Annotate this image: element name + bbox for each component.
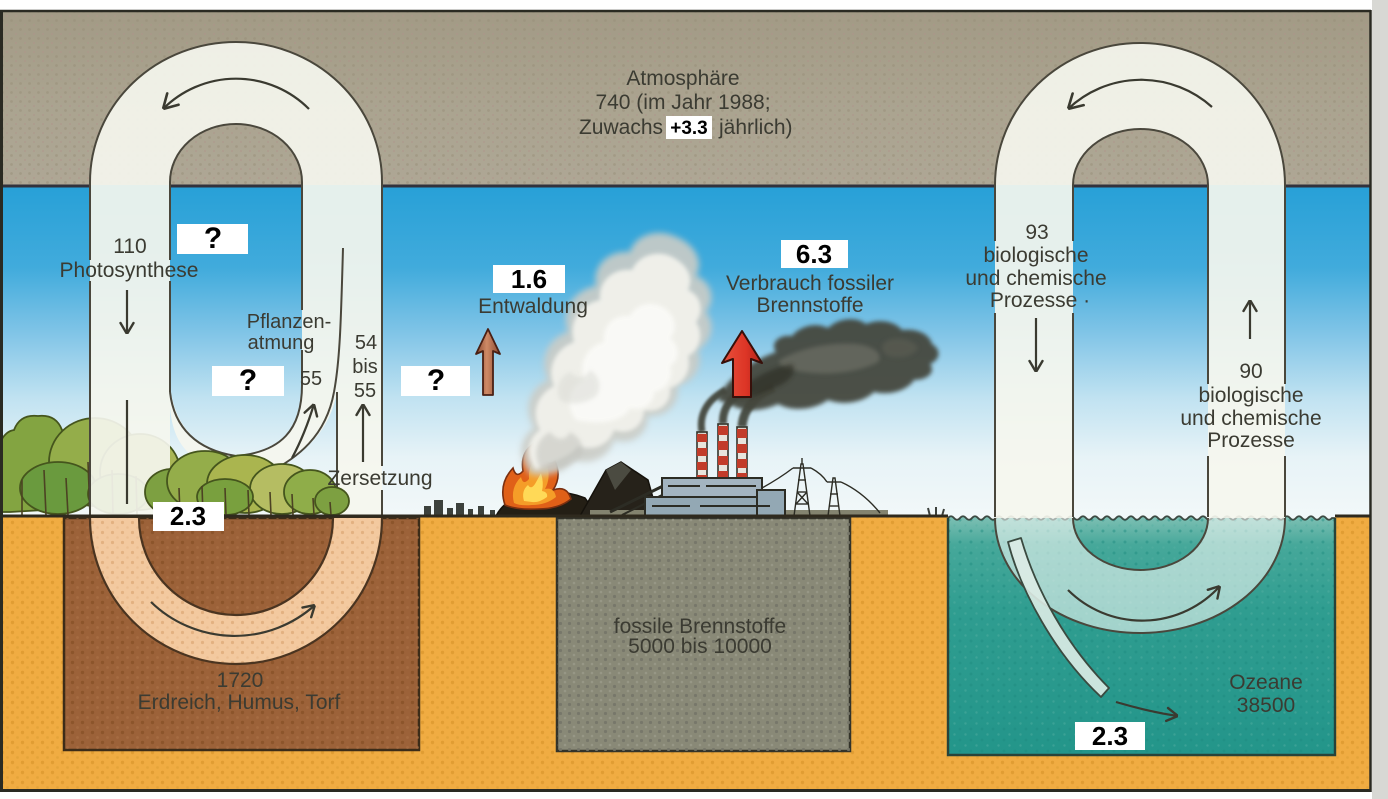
- fossil-label-line2: Brennstoffe: [756, 294, 863, 317]
- unknown-top-box: [177, 224, 248, 254]
- chimney-2: [717, 423, 729, 483]
- unknown-top-value: ?: [204, 222, 222, 255]
- soil-value: 1720: [217, 669, 264, 692]
- factory-annex: [756, 489, 786, 518]
- ocean-sink-value-box: [1075, 722, 1145, 750]
- left-loop-top-arrow: [163, 77, 310, 109]
- respiration-label-line1: Pflanzen-: [247, 311, 332, 333]
- ocean-down-value: 93: [1025, 221, 1048, 244]
- respiration-value: 55: [300, 368, 322, 390]
- deforestation-arrow: [475, 328, 501, 396]
- white-smoke-plume: [521, 232, 712, 476]
- right-loop-top-arrow: [1068, 78, 1213, 109]
- unknown-mid-box: [212, 366, 284, 396]
- ocean-cycle-tube: [994, 42, 1286, 698]
- flow-arrows: [127, 77, 1250, 716]
- power-lines: [761, 467, 881, 514]
- town-silhouette: [424, 500, 495, 516]
- land-cycle-tube: [89, 41, 383, 517]
- decomposition-label: Zersetzung: [327, 467, 432, 490]
- decomposition-value-line1: 54: [355, 332, 377, 354]
- deforestation-value-box: [493, 265, 565, 293]
- ocean-down-label-line1: biologische: [983, 244, 1088, 267]
- respiration-label-line2: atmung: [248, 332, 315, 354]
- ocean-down-label-line2: und chemische: [965, 267, 1106, 290]
- ocean-up-label-line2: und chemische: [1180, 407, 1321, 430]
- atmosphere-growth-box: [666, 116, 712, 139]
- fossil-reservoir-box: [555, 516, 852, 753]
- power-pylons: [793, 458, 841, 517]
- deforestation-value: 1.6: [511, 264, 547, 294]
- ocean-label: Ozeane: [1229, 671, 1303, 694]
- ocean-up-value: 90: [1239, 360, 1262, 383]
- decomposition-value-line2: bis: [352, 356, 378, 378]
- photosynthesis-label: Photosynthese: [60, 259, 199, 282]
- unknown-deforestation-box: [401, 366, 470, 396]
- deforestation-label: Entwaldung: [478, 295, 588, 318]
- soil-flux-value: 2.3: [170, 501, 206, 531]
- unknown-deforestation-value: ?: [427, 364, 445, 397]
- ocean-up-label-line1: biologische: [1198, 384, 1303, 407]
- ocean-up-label-line3: Prozesse: [1207, 429, 1295, 452]
- unknown-mid-value: ?: [239, 364, 257, 397]
- atmosphere-value-line: 740 (im Jahr 1988;: [595, 91, 770, 114]
- ocean-bottom-arrow: [1067, 586, 1220, 622]
- sediment-arrow: [1115, 700, 1178, 716]
- ocean-down-label-line3: Prozesse ·: [990, 289, 1090, 312]
- soil-flux-value-box: [153, 502, 224, 531]
- chimney-3: [736, 426, 748, 483]
- sediment-branch-tube: [1007, 537, 1110, 698]
- respiration-arrow: [291, 404, 314, 459]
- fossil-label-line1: Verbrauch fossiler: [726, 272, 894, 295]
- chimney-1: [696, 431, 708, 483]
- factory: [609, 423, 881, 518]
- fossil-value-box: [781, 240, 848, 268]
- soil-label: Erdreich, Humus, Torf: [138, 691, 341, 714]
- fossil-reservoir-line2: 5000 bis 10000: [628, 635, 772, 658]
- value-boxes: ? ? ? 1.6 6.3 2.3 2.3: [153, 222, 1145, 751]
- atmosphere-growth-pre: Zuwachs: [579, 116, 663, 139]
- fossil-reservoir-line1: fossile Brennstoffe: [614, 615, 786, 638]
- fossil-value: 6.3: [796, 239, 832, 269]
- soil-tube: [88, 517, 384, 666]
- photosynthesis-value: 110: [113, 235, 146, 258]
- ocean-value: 38500: [1237, 694, 1295, 717]
- labels: Atmosphäre 740 (im Jahr 1988; Zuwachs +3…: [60, 67, 1322, 717]
- decomposition-value-line3: 55: [354, 380, 376, 402]
- ocean-sink-value: 2.3: [1092, 721, 1128, 751]
- atmosphere-growth-value: +3.3: [670, 118, 708, 139]
- soil-flow-arrow: [150, 601, 315, 637]
- atmosphere-title: Atmosphäre: [626, 67, 739, 90]
- atmosphere-growth-post: jährlich): [718, 116, 793, 139]
- fossil-fuel-arrow: [721, 330, 763, 398]
- factory-window-bands: [652, 485, 770, 507]
